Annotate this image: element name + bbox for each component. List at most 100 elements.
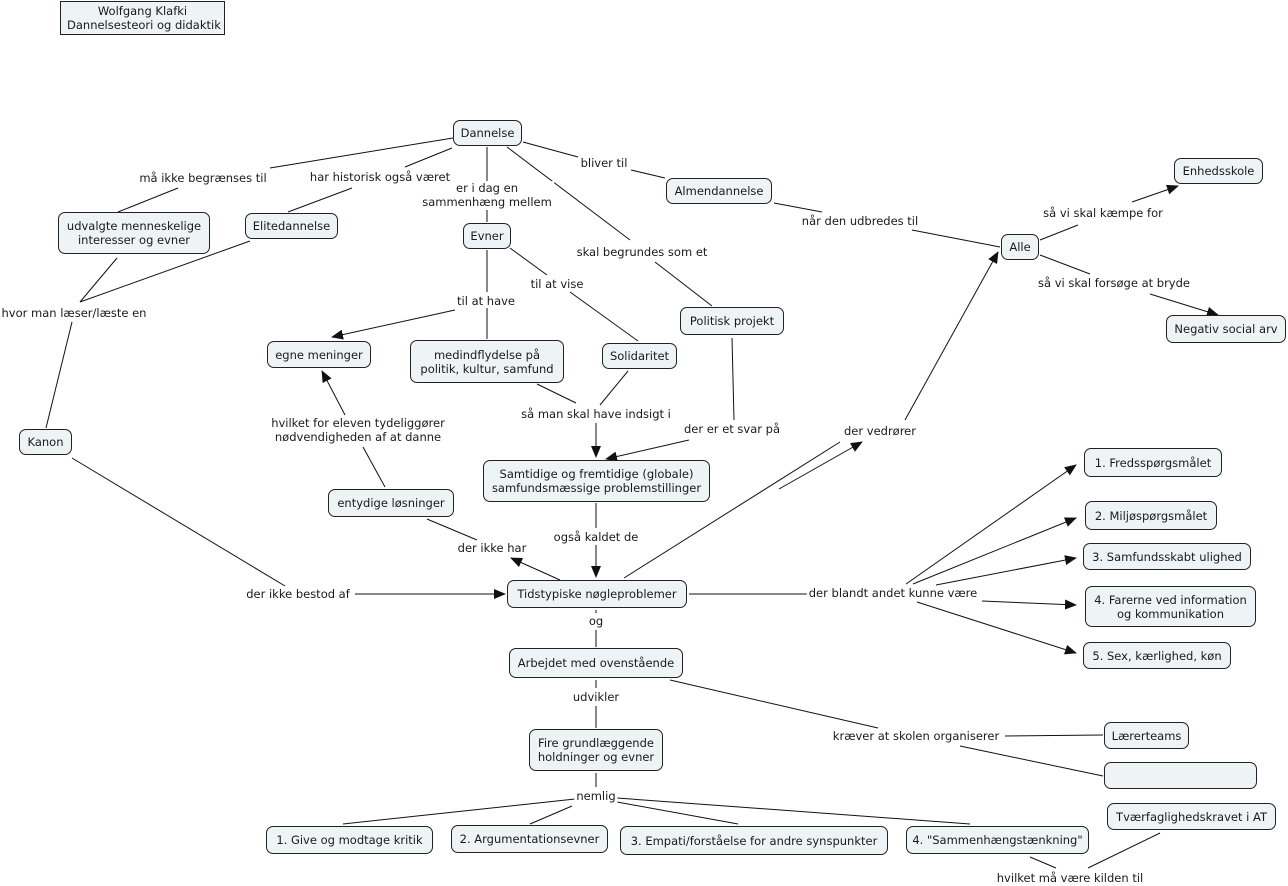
edge: [321, 370, 346, 416]
concept-samfundsskabt-ulighed[interactable]: 3. Samfundsskabt ulighed: [1083, 543, 1251, 570]
concept-give-modtage-kritik[interactable]: 1. Give og modtage kritik: [266, 826, 433, 854]
concept-label: Politisk projekt: [689, 314, 775, 328]
concept-label: Alle: [1009, 240, 1031, 254]
concept-label: Negativ social arv: [1174, 322, 1278, 336]
edge: [1039, 254, 1091, 275]
edge: [669, 679, 879, 729]
edge: [331, 309, 456, 340]
edge: [1131, 184, 1179, 203]
link-hvilket-maa-vaere-kilden-til: hvilket må være kilden til: [994, 871, 1146, 885]
edge: [536, 383, 577, 404]
edge: [362, 446, 386, 488]
concept-solidaritet[interactable]: Solidaritet: [602, 343, 677, 369]
concept-egne-meninger[interactable]: egne meninger: [267, 341, 371, 368]
concept-laererteams[interactable]: Lærerteams: [1104, 722, 1189, 749]
edge: [773, 202, 823, 213]
concept-label: Lærerteams: [1111, 728, 1182, 743]
concept-label: medindflydelse på: [433, 347, 541, 362]
link-hvor-man-laeser: hvor man læser/læste en: [0, 306, 149, 320]
link-hvilket-for-eleven: hvilket for eleven tydeliggører nødvendi…: [269, 416, 447, 444]
concept-label: Almendannelse: [674, 184, 764, 198]
link-og: og: [586, 614, 606, 628]
concept-miljoespoergsmaalet[interactable]: 2. Miljøspørgsmålet: [1085, 501, 1217, 530]
edge: [45, 321, 73, 429]
concept-kanon[interactable]: Kanon: [19, 429, 72, 455]
edge: [529, 805, 573, 825]
concept-entydige-loesninger[interactable]: entydige løsninger: [328, 489, 454, 517]
edge: [905, 464, 1077, 585]
edge: [506, 146, 631, 241]
edge: [778, 441, 863, 490]
link-bliver-til: bliver til: [578, 156, 630, 170]
concept-alle[interactable]: Alle: [1001, 234, 1039, 260]
concept-samtidige-problemstillinger[interactable]: Samtidige og fremtidige (globale)samfund…: [483, 460, 710, 502]
link-der-er-et-svar-paa: der er et svar på: [681, 422, 783, 436]
concept-dannelse[interactable]: Dannelse: [453, 120, 522, 146]
edge: [935, 555, 1077, 586]
edge: [981, 599, 1077, 610]
concept-label: og kommunikation: [1117, 606, 1224, 621]
concept-label: Tidstypiske nøgleproblemer: [517, 587, 677, 601]
concept-label: 2. Miljøspørgsmålet: [1094, 508, 1208, 523]
edge: [1029, 856, 1057, 869]
link-til-at-have: til at have: [455, 294, 517, 308]
link-er-i-dag-en-sammenhaeng: er i dag en sammenhæng mellem: [420, 181, 554, 209]
concept-label: udvalgte menneskelige: [66, 219, 202, 233]
concept-empati-forstaaelse[interactable]: 3. Empati/forståelse for andre synspunkt…: [620, 826, 888, 855]
concept-elitedannelse[interactable]: Elitedannelse: [245, 213, 338, 239]
concept-politisk-projekt[interactable]: Politisk projekt: [680, 307, 784, 335]
edge: [269, 137, 454, 169]
link-saa-vi-skal-forsoege-at-bryde: så vi skal forsøge at bryde: [1036, 276, 1192, 290]
edge: [79, 240, 251, 303]
link-der-ikke-har: der ikke har: [455, 541, 529, 555]
link-der-ikke-bestod-af: der ikke bestod af: [244, 587, 352, 601]
concept-evner[interactable]: Evner: [463, 223, 511, 249]
concept-label: entydige løsninger: [337, 496, 445, 510]
edge: [654, 261, 713, 307]
concept-fredsspoergsmaalet[interactable]: 1. Fredsspørgsmålet: [1084, 448, 1222, 477]
edge: [342, 798, 576, 825]
concept-arbejdet-med-ovenstaaende[interactable]: Arbejdet med ovenstående: [509, 648, 683, 678]
link-text-line: sammenhæng mellem: [422, 195, 552, 209]
edge: [630, 169, 666, 179]
concept-label: Evner: [470, 229, 504, 243]
concept-negativ-social-arv[interactable]: Negativ social arv: [1166, 315, 1286, 343]
concept-sammenhaengstaenkning[interactable]: 4. "Sammenhængstænkning": [906, 826, 1089, 854]
concept-label: 2. Argumentationsevner: [459, 832, 600, 846]
title-line-1: Wolfgang Klafki: [97, 4, 188, 18]
edge: [426, 518, 478, 541]
edge: [616, 797, 971, 825]
concept-tvaerfaglighedskravet[interactable]: Tværfaglighedskravet i AT: [1107, 803, 1276, 830]
concept-label: 3. Empati/forståelse for andre synspunkt…: [630, 833, 878, 848]
map-title: Wolfgang Klafki Dannelsesteori og didakt…: [60, 1, 225, 35]
link-der-vedroerer: der vedrører: [842, 424, 918, 438]
concept-label: 1. Give og modtage kritik: [276, 833, 423, 847]
link-text-line: er i dag en: [456, 181, 518, 195]
concept-label: Samtidige og fremtidige (globale): [499, 467, 694, 481]
concept-argumentationsevner[interactable]: 2. Argumentationsevner: [451, 825, 608, 853]
edge: [117, 187, 179, 213]
link-nemlig: nemlig: [574, 789, 618, 803]
edge: [287, 187, 353, 213]
edge: [904, 251, 999, 421]
edge: [509, 247, 548, 276]
link-maa-ikke-begraenses-til: må ikke begrænses til: [137, 171, 269, 185]
concept-label: interesser og evner: [77, 233, 191, 247]
concept-label: egne meninger: [275, 347, 363, 362]
concept-label: 5. Sex, kærlighed, køn: [1092, 648, 1222, 663]
link-saa-man-skal-have-indsigt-i: så man skal have indsigt i: [519, 407, 673, 421]
concept-tidstypiske-noegleproblemer[interactable]: Tidstypiske nøgleproblemer: [507, 580, 687, 608]
concept-laengerevarende-forloeb[interactable]: [1104, 762, 1257, 789]
concept-label: Arbejdet med ovenstående: [517, 656, 675, 670]
edge: [616, 801, 739, 825]
concept-sex-kaerlighed-koen[interactable]: 5. Sex, kærlighed, køn: [1083, 642, 1231, 669]
edge: [1039, 224, 1079, 241]
link-text-line: nødvendigheden af at danne: [274, 430, 442, 444]
concept-enhedsskole[interactable]: Enhedsskole: [1174, 158, 1263, 184]
concept-almendannelse[interactable]: Almendannelse: [666, 178, 772, 204]
